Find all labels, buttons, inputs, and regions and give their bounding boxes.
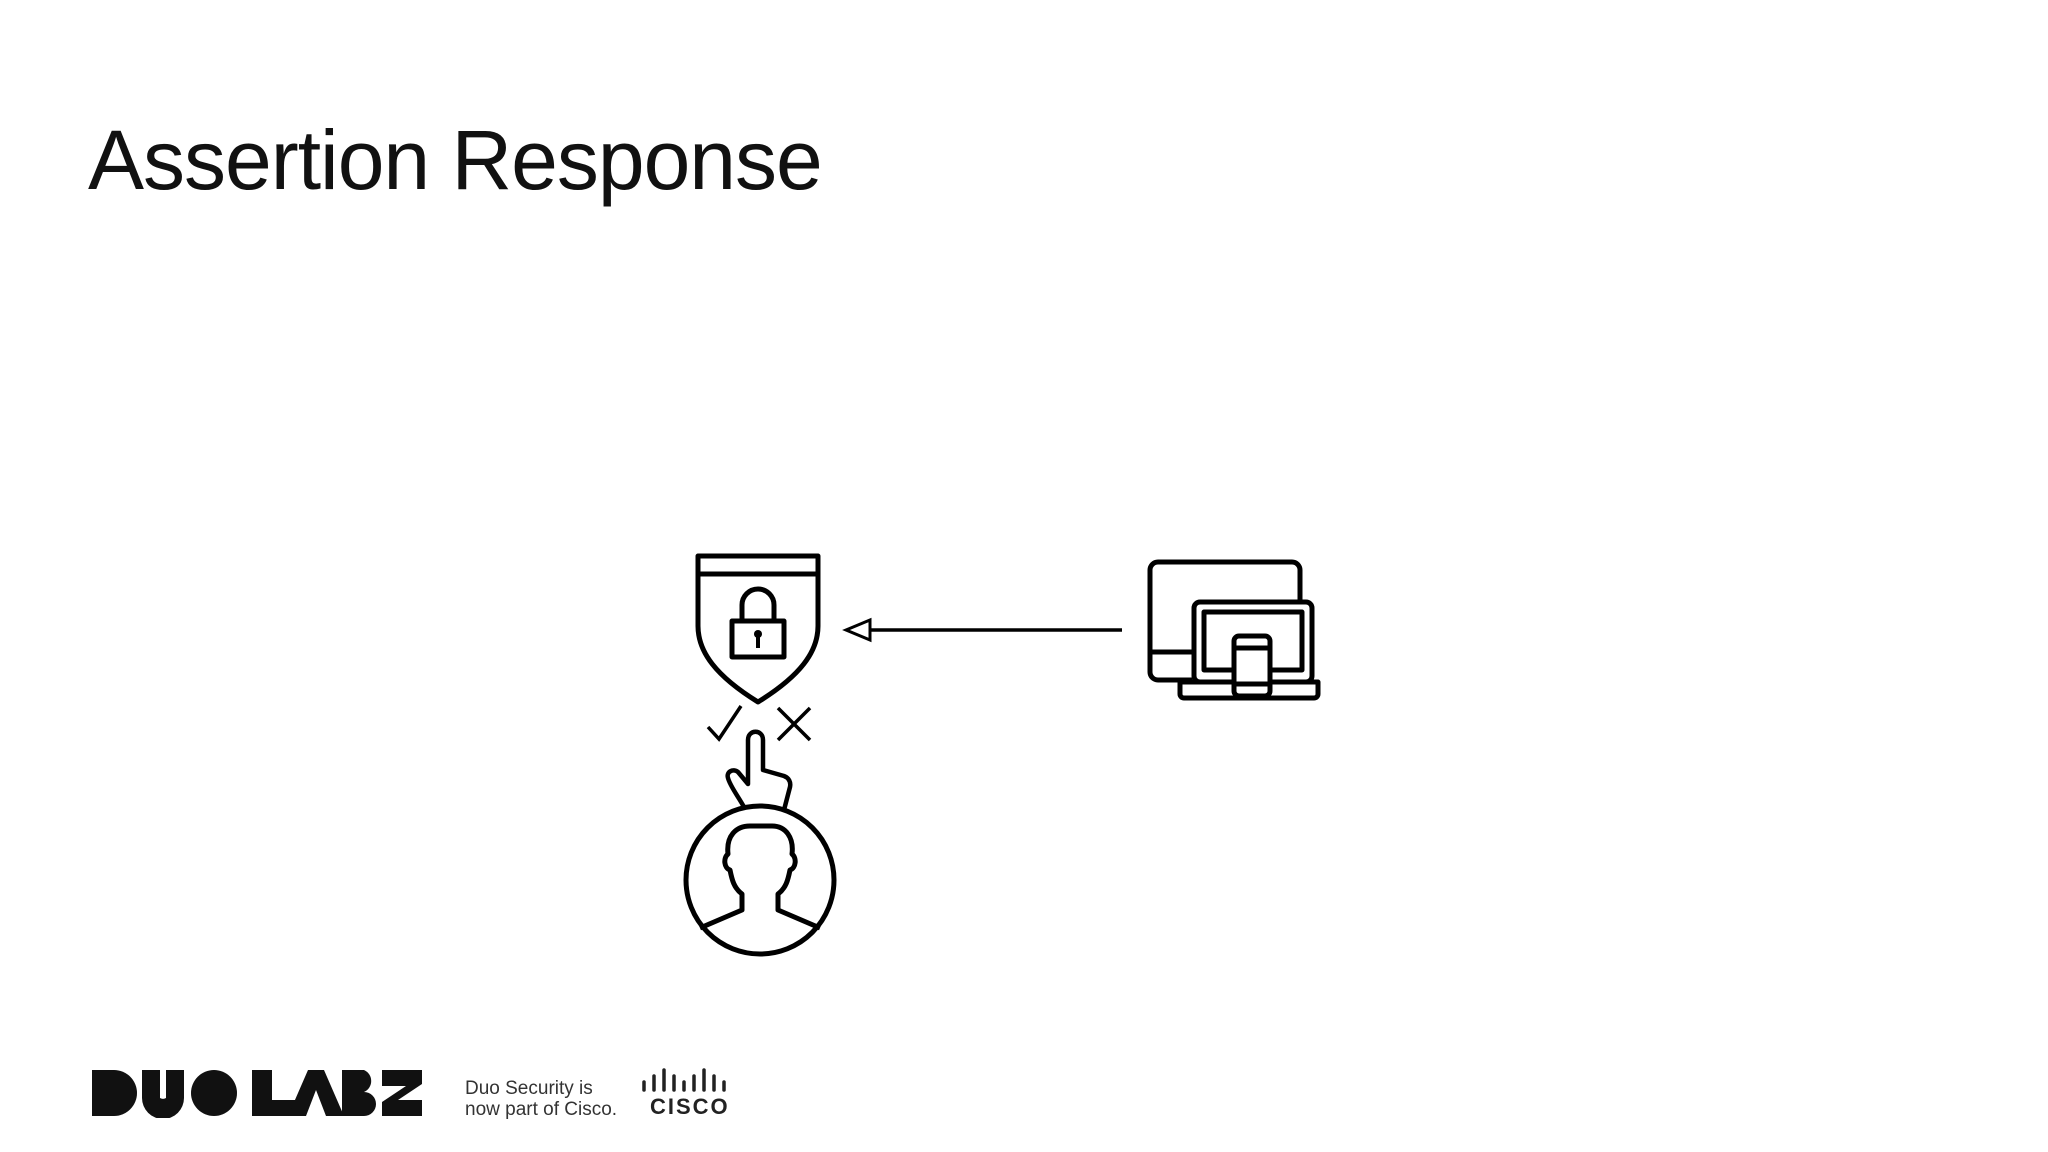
footer-note-line2: now part of Cisco.	[465, 1099, 618, 1120]
pointing-hand-icon	[725, 729, 793, 813]
user-avatar-icon	[683, 803, 837, 957]
check-icon	[706, 705, 743, 742]
cisco-logo	[642, 1068, 726, 1092]
devices-icon	[1147, 559, 1321, 701]
request-arrow	[842, 617, 1122, 643]
cisco-wordmark: CISCO	[650, 1094, 730, 1119]
footer-note-line1: Duo Security is	[465, 1078, 593, 1099]
shield-lock-icon	[695, 553, 821, 705]
duo-labs-logo	[92, 1070, 422, 1118]
x-icon	[776, 706, 812, 742]
footer-note: Duo Security is now part of Cisco.	[465, 1078, 617, 1120]
slide-title: Assertion Response	[88, 113, 823, 207]
